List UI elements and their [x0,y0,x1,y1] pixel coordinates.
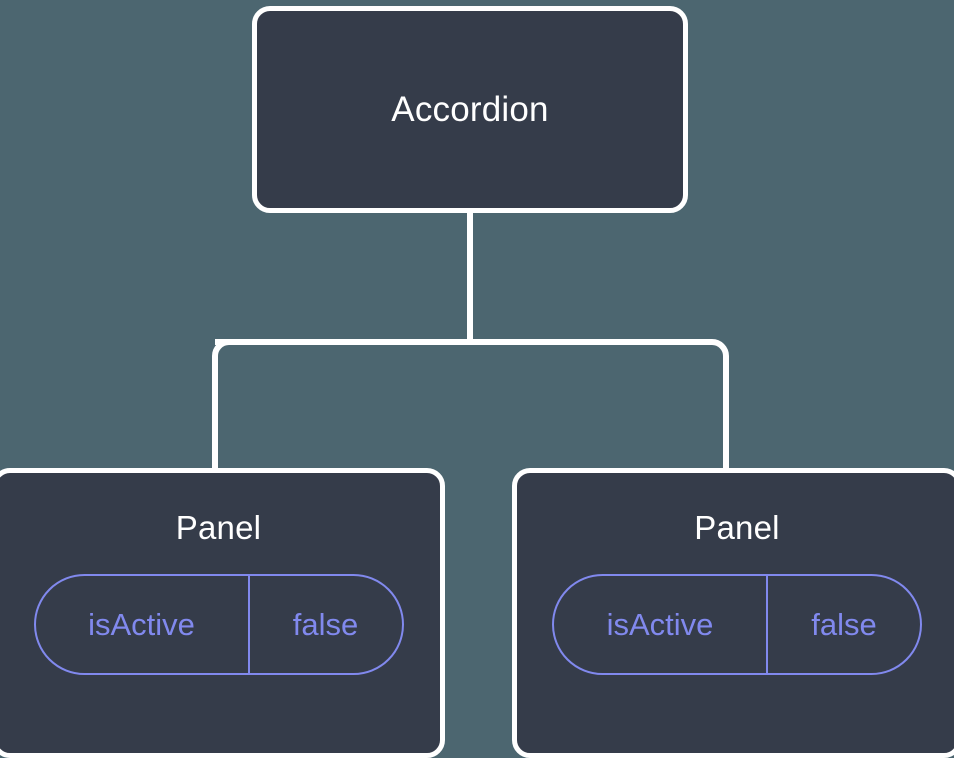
state-badge[interactable]: isActive false [33,574,404,675]
state-badge[interactable]: isActive false [552,574,922,675]
node-title: Accordion [391,90,549,129]
node-title: Panel [175,509,262,546]
component-tree-diagram: Accordion Panel isActive false Panel isA… [0,6,954,758]
state-value: false [247,576,402,673]
state-key: isActive [88,607,195,642]
state-key: isActive [606,607,714,642]
node-accordion[interactable]: Accordion [252,6,688,213]
node-title: Panel [694,509,780,546]
node-panel-1[interactable]: Panel isActive false [512,468,954,758]
node-panel-0[interactable]: Panel isActive false [0,468,445,758]
state-value: false [766,576,920,673]
connector-root-to-panels [212,210,729,470]
